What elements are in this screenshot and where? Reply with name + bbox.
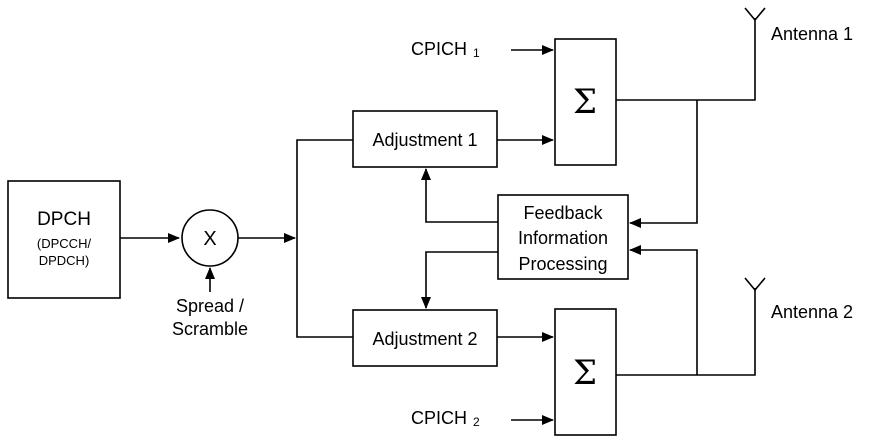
feedback-processing-block: Feedback Information Processing [497, 194, 629, 280]
spread-label-line1: Spread / [176, 296, 244, 316]
multiplier-symbol: X [203, 228, 216, 250]
adjustment2-block: Adjustment 2 [352, 309, 498, 367]
antenna1-label: Antenna 1 [771, 24, 853, 44]
sum1-to-antenna1-line [616, 18, 756, 101]
sum1-block: Σ [554, 38, 617, 166]
dpch-sub-line2: DPDCH) [39, 253, 90, 268]
sum2-block: Σ [554, 308, 617, 436]
antenna2-feedback-arrow [629, 245, 698, 375]
dpch-block: DPCH (DPCCH/ DPDCH) [7, 180, 121, 299]
sum2-sigma-symbol: Σ [573, 353, 597, 393]
feedback-label-line1: Feedback [523, 203, 603, 223]
antenna2-icon [744, 277, 766, 291]
sum2-to-antenna2-line [616, 288, 756, 376]
feedback-label-line2: Information [518, 228, 608, 248]
antenna1-feedback-arrow [629, 100, 698, 228]
split-to-adjustment1-line [296, 139, 353, 238]
antenna1-icon [744, 7, 766, 21]
dpch-sub-line1: (DPCCH/ [37, 236, 92, 251]
sum1-sigma-symbol: Σ [573, 82, 597, 122]
antenna2-label: Antenna 2 [771, 302, 853, 322]
adjustment1-label: Adjustment 1 [372, 130, 477, 150]
feedback-label-line3: Processing [518, 254, 607, 274]
feedback-to-adjustment2-arrow [421, 251, 498, 309]
feedback-to-adjustment1-arrow [421, 168, 498, 223]
dpch-title: DPCH [37, 209, 91, 230]
split-to-adjustment2-line [296, 238, 353, 338]
spread-label-line2: Scramble [172, 319, 248, 339]
adjustment1-block: Adjustment 1 [352, 110, 498, 168]
multiplier-node: X [181, 209, 239, 267]
adjustment2-label: Adjustment 2 [372, 329, 477, 349]
